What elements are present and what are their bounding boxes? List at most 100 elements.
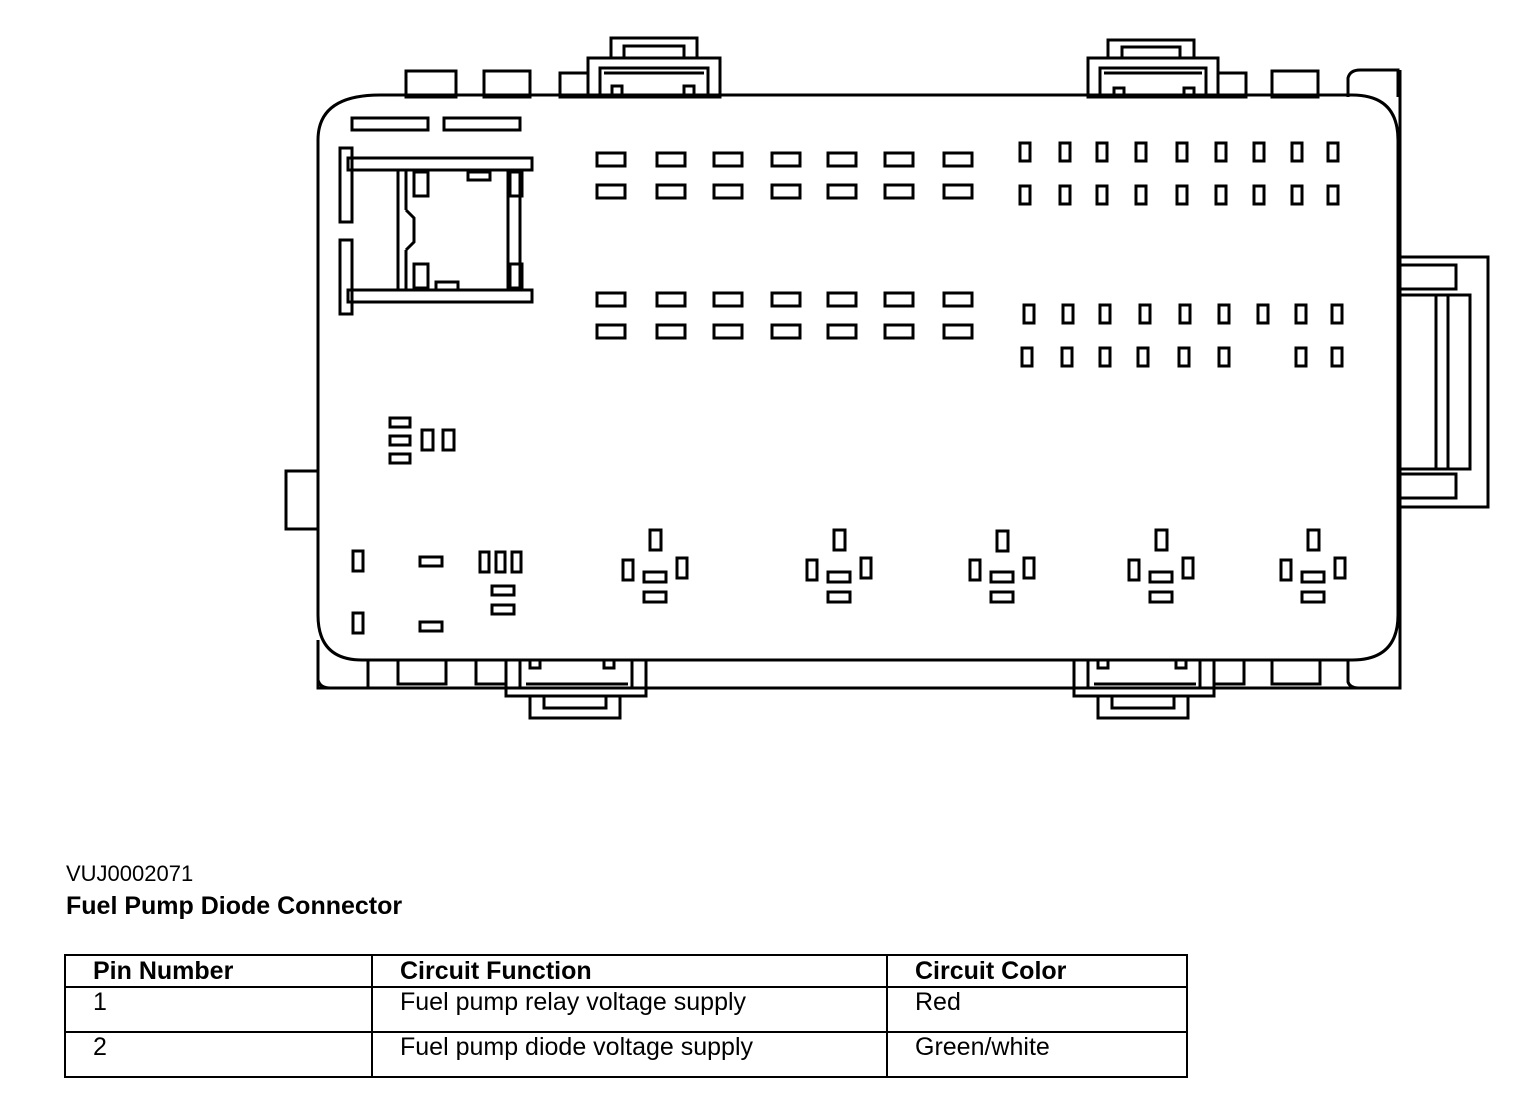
relay-contact: [508, 170, 524, 198]
socket-pin: [1127, 558, 1141, 582]
cell-pin-number: 2: [64, 1031, 373, 1078]
latch-frame: [504, 658, 648, 698]
top-tab: [558, 71, 590, 99]
fuse-slot: [883, 183, 915, 200]
small-slot: [490, 584, 516, 597]
socket-pin: [642, 570, 668, 584]
figure-title: Fuel Pump Diode Connector: [66, 892, 403, 920]
socket-pin: [1148, 570, 1174, 584]
latch-pin: [1096, 658, 1110, 670]
mini-fuse-slot: [1020, 346, 1034, 368]
top-tab: [1346, 68, 1400, 97]
small-slot: [388, 416, 412, 429]
housing-body: [316, 93, 1400, 662]
fuse-slot: [942, 151, 974, 168]
bottom-tab: [396, 658, 448, 686]
latch-pin: [528, 658, 542, 670]
fuse-slot: [883, 291, 915, 308]
small-slot: [494, 550, 507, 574]
latch-slot: [1110, 694, 1176, 710]
relay-frame: [346, 288, 534, 304]
fuse-slot: [712, 151, 744, 168]
fuse-slot: [770, 291, 802, 308]
mini-fuse-slot: [1330, 303, 1344, 325]
latch-pin: [1174, 658, 1188, 670]
fuse-slot: [655, 291, 687, 308]
socket-pin: [995, 529, 1010, 553]
socket-pin: [805, 558, 819, 582]
socket-pin: [1022, 556, 1036, 580]
latch-pin: [1182, 86, 1196, 99]
socket-pin: [1333, 556, 1347, 580]
small-slot: [478, 550, 491, 574]
socket-pin: [1181, 556, 1195, 580]
fuse-slot: [712, 183, 744, 200]
small-slot: [418, 620, 444, 633]
bottom-tab: [474, 658, 508, 686]
socket-pin: [1148, 590, 1174, 604]
side-frame: [1396, 263, 1458, 291]
fuse-slot-grid: [595, 151, 974, 340]
relay-contact: [466, 170, 492, 182]
mini-fuse-slot: [1134, 141, 1148, 163]
fuse-slot: [595, 291, 627, 308]
socket-pin: [1306, 528, 1321, 552]
mini-fuse-slot: [1058, 184, 1072, 206]
mini-fuse-slot: [1138, 303, 1152, 325]
mini-fuse-slot: [1326, 184, 1340, 206]
small-slot: [418, 555, 444, 568]
mini-fuse-slot: [1098, 346, 1112, 368]
mini-fuse-slot: [1217, 303, 1231, 325]
right-side-connector: [1396, 255, 1490, 509]
fuse-slot: [942, 291, 974, 308]
mini-fuse-slot: [1018, 141, 1032, 163]
fuse-slot: [655, 151, 687, 168]
fuse-slot: [770, 183, 802, 200]
relay-contact: [508, 262, 524, 290]
small-slot: [388, 434, 412, 447]
mini-fuse-slot: [1330, 346, 1344, 368]
socket-pin: [989, 590, 1015, 604]
fuse-slot: [826, 323, 858, 340]
top-latch-right: [1086, 38, 1220, 99]
mini-fuse-slot: [1095, 184, 1109, 206]
fuse-slot: [942, 323, 974, 340]
fuse-slot: [883, 323, 915, 340]
left-tab: [284, 469, 320, 531]
fuse-slot: [595, 183, 627, 200]
small-slot: [510, 550, 523, 574]
top-tab: [482, 69, 532, 99]
small-slot: [490, 603, 516, 616]
fuse-slot: [883, 151, 915, 168]
cell-circuit-function: Fuel pump relay voltage supply: [371, 986, 888, 1033]
bottom-tab: [316, 660, 370, 690]
latch-pin: [610, 84, 624, 99]
latch-pin: [1112, 86, 1126, 99]
small-slot: [351, 611, 365, 635]
fuse-slot: [655, 183, 687, 200]
mini-fuse-slot: [1095, 141, 1109, 163]
fuse-slot: [826, 291, 858, 308]
mini-fuse-slot: [1252, 141, 1266, 163]
fuse-slot: [712, 291, 744, 308]
latch-pin: [602, 658, 616, 670]
relay-socket-row: [621, 528, 1347, 604]
mini-fuse-slot: [1214, 141, 1228, 163]
fuse-slot: [770, 151, 802, 168]
mini-fuse-slot: [1326, 141, 1340, 163]
latch-frame: [586, 56, 722, 99]
bottom-left-cluster: [351, 549, 523, 635]
mini-fuse-slot: [1136, 346, 1150, 368]
fuse-slot: [942, 183, 974, 200]
bottom-tab: [1270, 658, 1322, 686]
top-tabs: [404, 68, 1400, 99]
socket-pin: [826, 590, 852, 604]
mini-fuse-slot: [1018, 184, 1032, 206]
mini-fuse-slot: [1134, 184, 1148, 206]
fuse-box-drawing: [284, 36, 1490, 720]
fuse-slot: [770, 323, 802, 340]
socket-pin: [1279, 558, 1293, 582]
socket-pin: [832, 528, 847, 552]
latch-pin: [682, 84, 696, 99]
fuse-slot: [595, 323, 627, 340]
